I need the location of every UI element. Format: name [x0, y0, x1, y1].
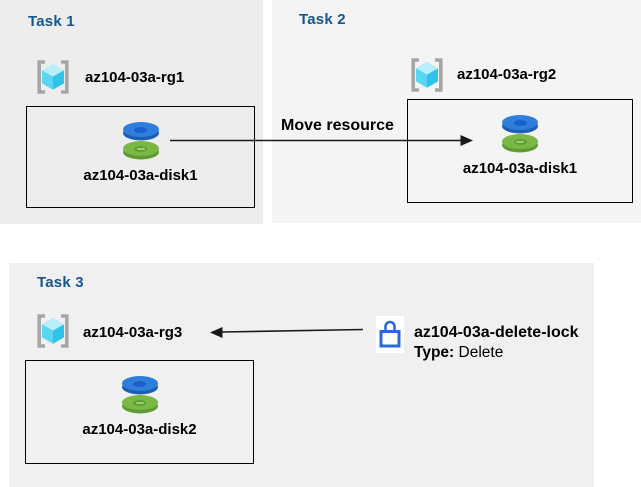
disk-label: az104-03a-disk2 — [82, 421, 197, 438]
task2-resource-box: az104-03a-disk1 — [407, 99, 633, 203]
managed-disk-icon — [501, 113, 539, 153]
resource-group-label: az104-03a-rg2 — [457, 66, 557, 83]
task1-panel — [0, 0, 263, 224]
move-resource-label: Move resource — [281, 117, 394, 134]
task3-panel — [9, 263, 594, 487]
task2-title: Task 2 — [299, 11, 346, 28]
delete-lock-name: az104-03a-delete-lock — [414, 324, 579, 341]
lock-type-label: Type: — [414, 344, 455, 361]
resource-group-icon — [33, 311, 73, 351]
disk-label: az104-03a-disk1 — [83, 167, 198, 184]
task3-resource-box: az104-03a-disk2 — [25, 360, 254, 464]
task2-panel — [272, 0, 641, 223]
delete-lock-type: Type: Delete — [414, 344, 503, 362]
task1-resource-box: az104-03a-disk1 — [26, 106, 255, 208]
task3-title: Task 3 — [37, 274, 84, 291]
managed-disk-icon — [122, 120, 160, 160]
resource-group-label: az104-03a-rg3 — [83, 324, 183, 341]
managed-disk-icon — [121, 374, 159, 414]
resource-group-icon — [407, 55, 447, 95]
task1-title: Task 1 — [28, 13, 75, 30]
lock-type-value: Delete — [458, 344, 504, 361]
delete-lock-icon — [376, 316, 404, 353]
resource-group-label: az104-03a-rg1 — [85, 69, 185, 86]
resource-group-icon — [33, 57, 73, 97]
disk-label: az104-03a-disk1 — [462, 160, 578, 177]
